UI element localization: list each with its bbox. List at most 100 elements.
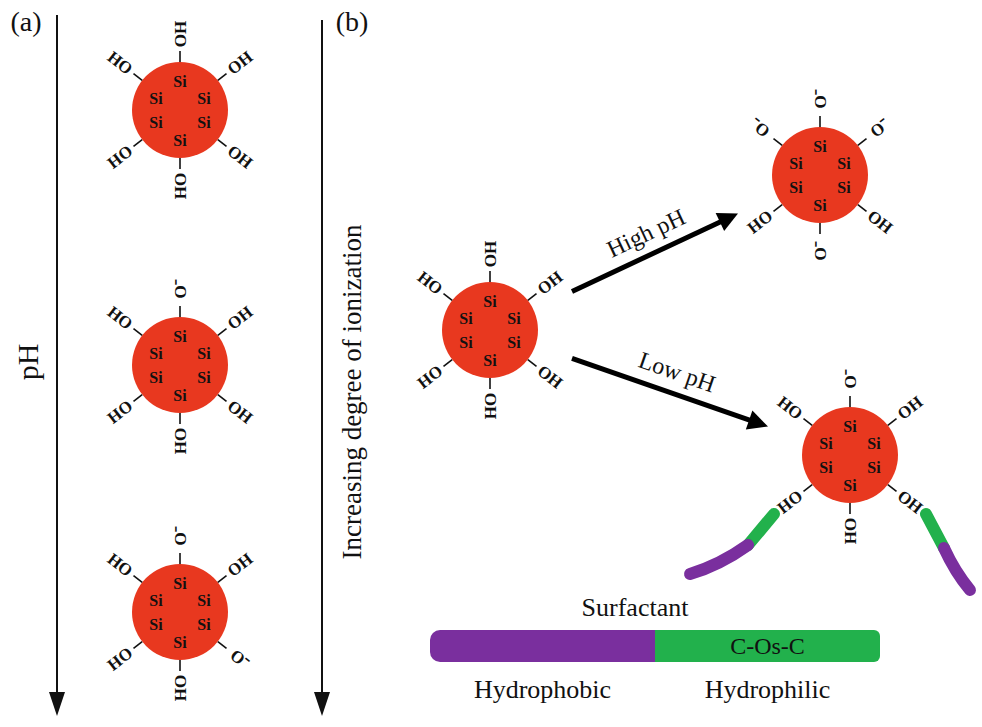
bond bbox=[888, 485, 897, 492]
silicon-atom: Si bbox=[149, 346, 162, 362]
arrowhead bbox=[716, 213, 738, 231]
surface-group: O⁻ bbox=[172, 279, 189, 298]
arrowhead bbox=[746, 411, 768, 430]
silica-particle: SiSiSiSiSiSiOHHOOHHOOHHO bbox=[408, 248, 572, 412]
bond bbox=[218, 140, 227, 147]
surface-group: OH bbox=[224, 142, 255, 172]
adsorbed-surfactant bbox=[690, 514, 774, 574]
bond bbox=[888, 419, 897, 426]
silicon-atom: Si bbox=[483, 353, 496, 369]
surface-group: HO bbox=[842, 518, 859, 544]
surface-group: HO bbox=[104, 550, 135, 580]
silica-particle: SiSiSiSiSiSiO⁻HOOHHOO⁻HO bbox=[98, 530, 262, 694]
panel-label: (b) bbox=[336, 8, 369, 36]
bond bbox=[804, 485, 813, 492]
surface-group: OH bbox=[224, 397, 255, 427]
silicon-atom: Si bbox=[483, 294, 496, 310]
surface-group: OH bbox=[894, 487, 925, 517]
surface-group: O⁻ bbox=[842, 369, 859, 388]
ph-axis-arrow bbox=[49, 15, 65, 716]
surface-group: OH bbox=[534, 268, 565, 298]
silicon-atom: Si bbox=[813, 198, 826, 214]
silicon-atom: Si bbox=[507, 311, 520, 327]
surface-group: HO bbox=[414, 268, 445, 298]
surface-group: HO bbox=[172, 675, 189, 701]
surface-group: HO bbox=[104, 142, 135, 172]
bond bbox=[444, 360, 453, 367]
surface-group: HO bbox=[172, 173, 189, 199]
bond bbox=[774, 139, 783, 146]
silicon-atom: Si bbox=[173, 133, 186, 149]
bond bbox=[179, 158, 181, 169]
silicon-atom: Si bbox=[789, 156, 802, 172]
silicon-atom: Si bbox=[843, 419, 856, 435]
surface-group: OH bbox=[864, 207, 895, 237]
bond bbox=[489, 271, 491, 282]
axis-label: pH bbox=[13, 344, 43, 381]
silica-particle: SiSiSiSiSiSiO⁻HOOHHOOHHO bbox=[98, 283, 262, 447]
silicon-atom: Si bbox=[149, 115, 162, 131]
silica-particle: SiSiSiSiSiSiO⁻HOOHHOOHHO bbox=[768, 373, 932, 537]
surface-group: HO bbox=[744, 207, 775, 237]
bond bbox=[849, 396, 851, 407]
surface-group: HO bbox=[104, 644, 135, 674]
bond bbox=[804, 419, 813, 426]
silicon-atom: Si bbox=[197, 370, 210, 386]
silicon-atom: Si bbox=[459, 311, 472, 327]
silicon-atom: Si bbox=[173, 388, 186, 404]
silicon-atom: Si bbox=[819, 460, 832, 476]
silicon-atom: Si bbox=[197, 346, 210, 362]
bond bbox=[858, 205, 867, 212]
bond bbox=[528, 294, 537, 301]
bond bbox=[179, 660, 181, 671]
surface-group: O⁻ bbox=[172, 526, 189, 545]
surface-group: HO bbox=[774, 393, 805, 423]
bond bbox=[819, 116, 821, 127]
silicon-atom: Si bbox=[843, 478, 856, 494]
silicon-atom: Si bbox=[149, 370, 162, 386]
silicon-atom: Si bbox=[837, 156, 850, 172]
bond bbox=[179, 51, 181, 62]
silicon-atom: Si bbox=[149, 593, 162, 609]
bond bbox=[218, 329, 227, 336]
silicon-atom: Si bbox=[173, 74, 186, 90]
bond bbox=[179, 553, 181, 564]
panel-label: (a) bbox=[10, 8, 41, 36]
bond bbox=[134, 642, 143, 649]
surface-group: O⁻ bbox=[227, 646, 253, 671]
silicon-atom: Si bbox=[507, 335, 520, 351]
silicon-atom: Si bbox=[789, 180, 802, 196]
bond bbox=[849, 503, 851, 514]
bond bbox=[774, 205, 783, 212]
condition-label: High pH bbox=[603, 204, 689, 261]
bond bbox=[819, 223, 821, 234]
bond bbox=[134, 329, 143, 336]
axis-label: Increasing degree of ionization bbox=[339, 224, 366, 559]
surface-group: OH bbox=[224, 48, 255, 78]
silicon-atom: Si bbox=[197, 617, 210, 633]
bond bbox=[134, 140, 143, 147]
bond bbox=[134, 576, 143, 583]
molecule-name: Surfactant bbox=[582, 595, 689, 621]
surface-group: HO bbox=[414, 362, 445, 392]
silicon-atom: Si bbox=[197, 91, 210, 107]
surface-group: OH bbox=[894, 393, 925, 423]
surface-group: OH bbox=[172, 21, 189, 47]
surface-group: HO bbox=[774, 487, 805, 517]
silicon-atom: Si bbox=[173, 576, 186, 592]
silicon-atom: Si bbox=[867, 460, 880, 476]
hydrophobic-tail bbox=[430, 630, 655, 662]
bond bbox=[179, 413, 181, 424]
ionization-axis-arrow bbox=[314, 20, 330, 716]
silicon-atom: Si bbox=[867, 436, 880, 452]
bond bbox=[528, 360, 537, 367]
silicon-atom: Si bbox=[819, 436, 832, 452]
bond bbox=[218, 576, 227, 583]
silicon-atom: Si bbox=[173, 329, 186, 345]
surfactant-molecule: SurfactantC-Os-CHydrophobicHydrophilic bbox=[430, 592, 880, 714]
bond bbox=[444, 294, 453, 301]
silicon-atom: Si bbox=[837, 180, 850, 196]
surface-group: HO bbox=[104, 397, 135, 427]
silica-particle: SiSiSiSiSiSiO⁻⁻OO⁻HOOHO⁻ bbox=[738, 93, 902, 257]
surface-group: OH bbox=[482, 241, 499, 267]
